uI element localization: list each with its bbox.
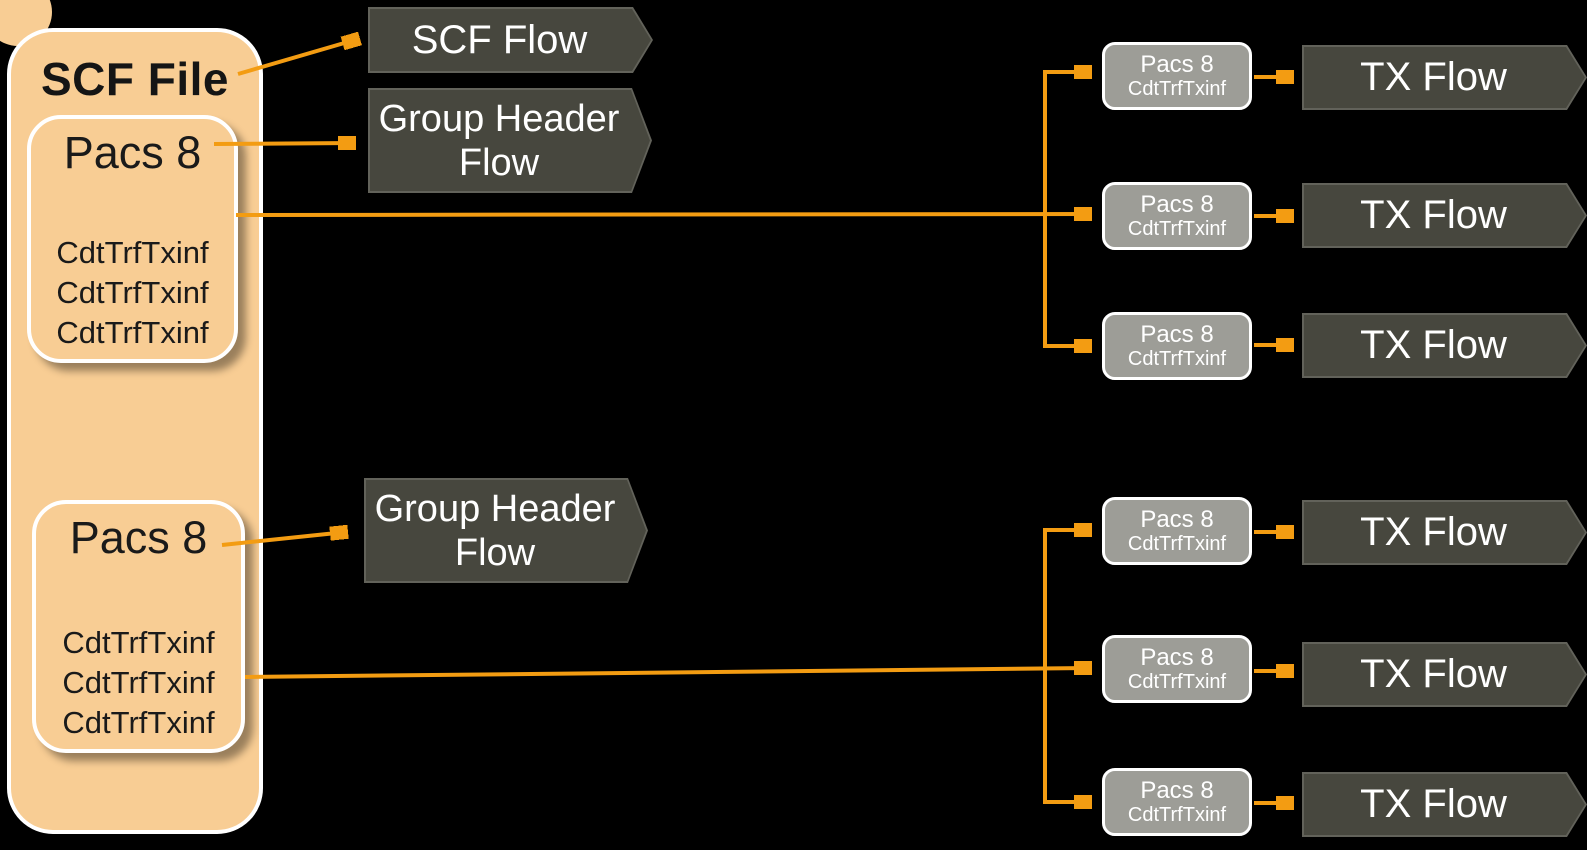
arrow-pacs1-transactions-main — [235, 214, 1090, 215]
node-subtitle: CdtTrfTxinf — [1127, 671, 1227, 693]
tx-flow-label-6: TX Flow — [1360, 782, 1507, 826]
group-header-flow-shape-1: Group Header Flow — [368, 88, 652, 193]
pacs8-tx-node-2: Pacs 8 CdtTrfTxinf — [1102, 182, 1252, 250]
tx-flow-label-3: TX Flow — [1360, 323, 1507, 367]
scf-flow-shape: SCF Flow — [368, 7, 653, 73]
node-subtitle: CdtTrfTxinf — [1127, 348, 1227, 370]
tx-flow-shape-5: TX Flow — [1302, 642, 1587, 707]
tx-flow-label-4: TX Flow — [1360, 510, 1507, 554]
group-header-flow-label-2: Group Header Flow — [364, 478, 648, 583]
tx-flow-fill — [1304, 185, 1585, 246]
group-header-flow-shape-2: Group Header Flow — [364, 478, 648, 583]
tx-flow-shape-1: TX Flow — [1302, 45, 1587, 110]
tx-flow-shape-6: TX Flow — [1302, 772, 1587, 837]
node-subtitle: CdtTrfTxinf — [1127, 533, 1227, 555]
scf-flow-label: SCF Flow — [411, 17, 588, 62]
transaction-line: CdtTrfTxinf — [62, 665, 215, 700]
tx-flow-fill — [1304, 315, 1585, 376]
node-title: Pacs 8 — [1140, 321, 1214, 348]
pacs8-group-2: Pacs 8 CdtTrfTxinf CdtTrfTxinf CdtTrfTxi… — [32, 500, 245, 753]
pacs8-tx-node-1: Pacs 8 CdtTrfTxinf — [1102, 42, 1252, 110]
group-header-flow-label-1: Group Header Flow — [368, 88, 652, 193]
node-subtitle: CdtTrfTxinf — [1127, 78, 1227, 100]
tx-flow-label-5: TX Flow — [1360, 652, 1507, 696]
scf-flow-fill — [370, 9, 651, 71]
branch-top-bracket — [1043, 72, 1090, 346]
pacs8-group-1-title: Pacs 8 — [63, 127, 202, 178]
transaction-line: CdtTrfTxinf — [62, 705, 215, 740]
pacs8-tx-node-4: Pacs 8 CdtTrfTxinf — [1102, 497, 1252, 565]
tx-flow-shape-3: TX Flow — [1302, 313, 1587, 378]
transaction-line: CdtTrfTxinf — [56, 315, 209, 350]
pacs8-group-1: Pacs 8 CdtTrfTxinf CdtTrfTxinf CdtTrfTxi… — [27, 115, 238, 363]
node-title: Pacs 8 — [1140, 644, 1214, 671]
pacs8-group-2-title: Pacs 8 — [69, 512, 208, 563]
scf-file-title: SCF File — [40, 53, 230, 105]
tx-flow-fill — [1304, 502, 1585, 563]
pacs8-tx-node-5: Pacs 8 CdtTrfTxinf — [1102, 635, 1252, 703]
node-subtitle: CdtTrfTxinf — [1127, 218, 1227, 240]
tx-flow-shape-2: TX Flow — [1302, 183, 1587, 248]
pacs8-group-1-transactions: CdtTrfTxinf CdtTrfTxinf CdtTrfTxinf — [31, 233, 234, 353]
transaction-line: CdtTrfTxinf — [62, 625, 215, 660]
node-title: Pacs 8 — [1140, 777, 1214, 804]
pacs8-tx-node-3: Pacs 8 CdtTrfTxinf — [1102, 312, 1252, 380]
tx-flow-fill — [1304, 47, 1585, 108]
group-header-flow-text: Group Header Flow — [378, 97, 620, 184]
group-header-flow-fill — [370, 90, 650, 191]
arrow-pacs2-transactions-main — [244, 668, 1090, 679]
transaction-line: CdtTrfTxinf — [56, 235, 209, 270]
tx-flow-label-1: TX Flow — [1360, 55, 1507, 99]
node-title: Pacs 8 — [1140, 191, 1214, 218]
branch-bottom-bracket — [1043, 530, 1090, 802]
pacs8-group-2-transactions: CdtTrfTxinf CdtTrfTxinf CdtTrfTxinf — [36, 623, 241, 743]
tx-flow-fill — [1304, 644, 1585, 705]
node-title: Pacs 8 — [1140, 506, 1214, 533]
pacs8-tx-node-6: Pacs 8 CdtTrfTxinf — [1102, 768, 1252, 836]
tx-flow-fill — [1304, 774, 1585, 835]
tx-flow-shape-4: TX Flow — [1302, 500, 1587, 565]
node-subtitle: CdtTrfTxinf — [1127, 804, 1227, 826]
scf-file-container: SCF File Pacs 8 CdtTrfTxinf CdtTrfTxinf … — [7, 28, 263, 834]
node-title: Pacs 8 — [1140, 51, 1214, 78]
group-header-flow-fill — [366, 480, 646, 581]
tx-flow-label-2: TX Flow — [1360, 193, 1507, 237]
transaction-line: CdtTrfTxinf — [56, 275, 209, 310]
group-header-flow-text: Group Header Flow — [374, 487, 616, 574]
